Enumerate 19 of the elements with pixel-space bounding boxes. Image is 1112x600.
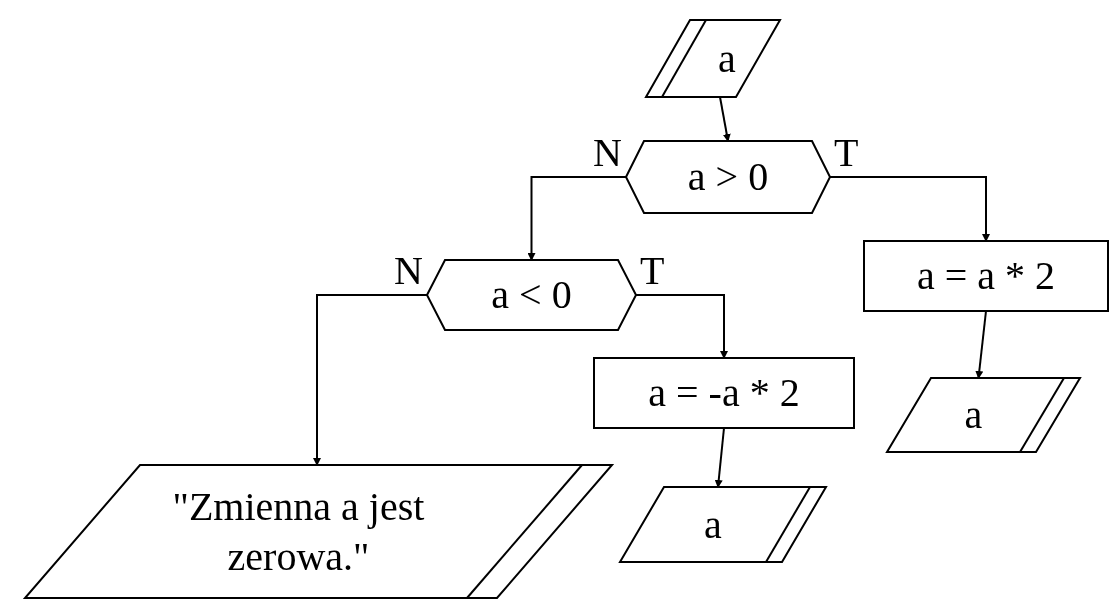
node-text: a < 0 [491,271,572,319]
edge-label: T [640,251,665,291]
edge-label: T [834,133,859,173]
node-text: a [718,34,736,83]
arrow [714,427,725,488]
arrow [829,176,990,242]
node-text: a [964,391,983,439]
arrow [313,294,428,466]
edge-label: N [593,133,622,173]
arrow [719,96,731,142]
node-text: a > 0 [687,153,769,201]
arrow [635,294,728,359]
node-text: a = a * 2 [916,252,1056,300]
node-text: "Zmienna a jest zerowa." [171,482,426,581]
node-text: a = -a * 2 [648,369,800,417]
arrow [527,176,627,261]
edge-label: N [394,251,423,291]
arrow [975,310,987,379]
node-text: a [704,500,722,549]
